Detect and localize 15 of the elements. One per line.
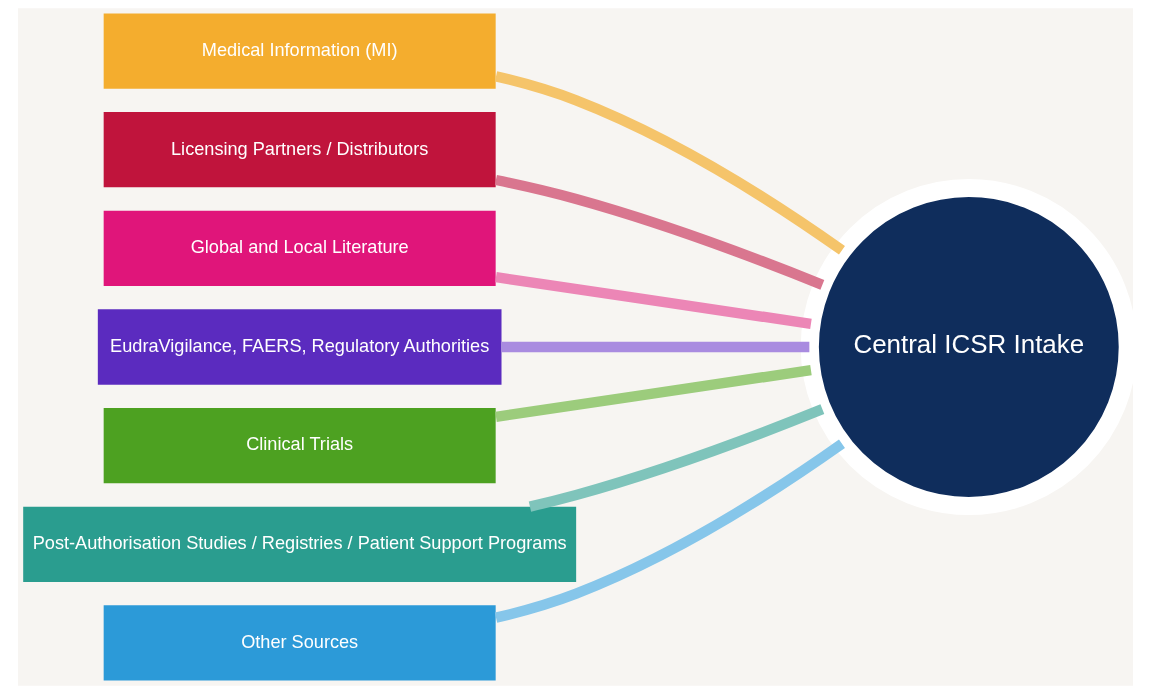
connector: [528, 404, 824, 512]
node-box: Clinical Trials: [103, 408, 496, 484]
connector: [494, 71, 845, 255]
connector: [494, 174, 824, 290]
node-box: Licensing Partners / Distributors: [103, 112, 496, 188]
node-box: Global and Local Literature: [103, 210, 496, 286]
node-box: EudraVigilance, FAERS, Regulatory Authorities: [97, 309, 501, 385]
node-box: Medical Information (MI): [103, 13, 496, 89]
node-circle: Central ICSR Intake: [800, 178, 1133, 516]
connector: [501, 341, 809, 353]
node-box: Other Sources: [103, 605, 496, 681]
node-box: Post-Authorisation Studies / Registries / Patient Support Programs: [22, 506, 576, 582]
connector: [494, 439, 845, 623]
connector: [494, 365, 812, 422]
connector: [494, 272, 812, 329]
